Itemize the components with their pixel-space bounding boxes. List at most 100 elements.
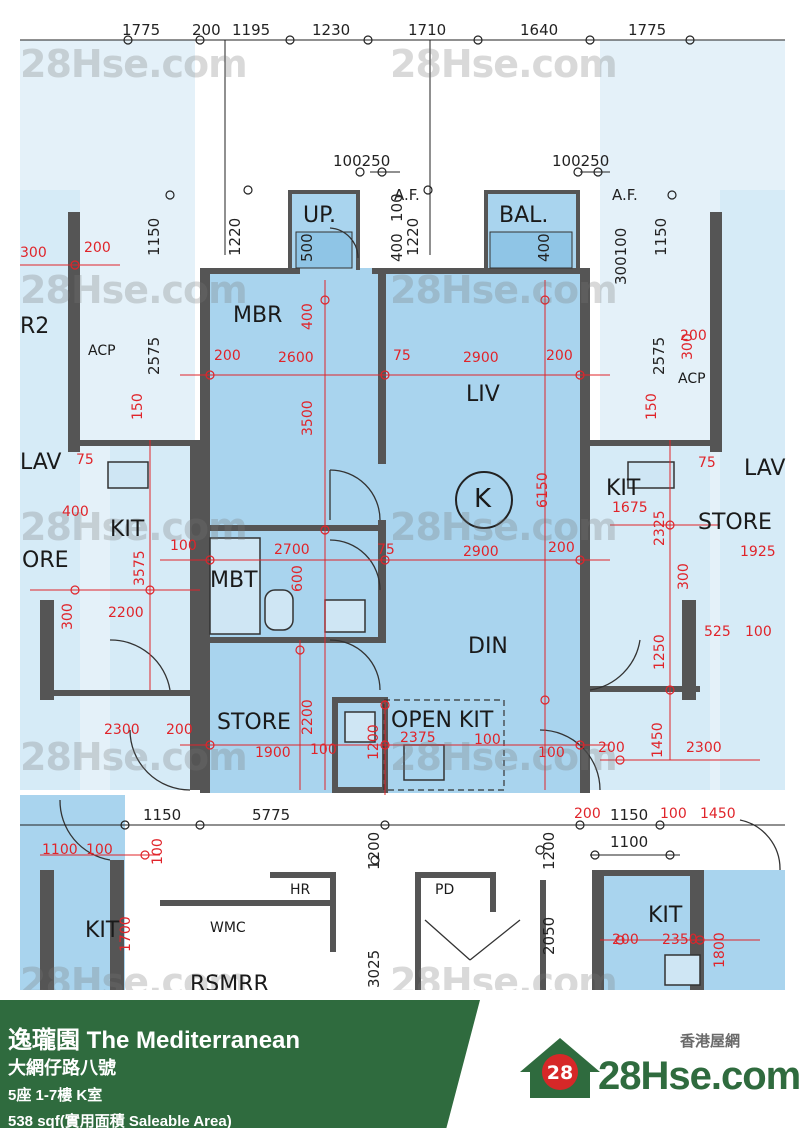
room-label-store: STORE: [217, 710, 291, 735]
dim-label: 1640: [520, 21, 559, 39]
dim-label: 1675: [612, 500, 648, 516]
footer: 逸瓏園 The Mediterranean 大網仔路八號 5座 1-7樓 K室 …: [0, 990, 805, 1128]
dim-label: 1925: [740, 544, 776, 560]
watermark: 28Hse.com: [390, 268, 618, 312]
dim-label: 200: [574, 806, 601, 822]
dim-label: 2575: [650, 336, 668, 375]
dim-label: 1220: [226, 217, 244, 256]
dim-label: 1100: [610, 833, 649, 851]
dim-label: 300: [676, 563, 692, 590]
dim-label: 75: [393, 348, 411, 364]
dim-label: 1250: [652, 634, 668, 670]
dim-label: 200: [598, 740, 625, 756]
dim-label: 1775: [122, 21, 161, 39]
room-label-pd: PD: [435, 882, 455, 898]
room-label-wmc: WMC: [210, 920, 246, 936]
dim-label: 3500: [300, 400, 316, 436]
logo-badge: 28: [547, 1062, 573, 1084]
dim-label: 400: [535, 233, 553, 262]
dim-label: 1200: [365, 831, 383, 870]
dim-label: 3025: [365, 949, 383, 988]
unit-mark: K: [474, 484, 492, 514]
watermark: 28Hse.com: [390, 735, 618, 779]
dim-label: 2200: [300, 699, 316, 735]
dim-label: 1230: [312, 21, 351, 39]
dim-label: 2325: [652, 510, 668, 546]
dim-label: 1150: [143, 806, 182, 824]
watermark: 28Hse.com: [20, 42, 248, 86]
dim-label: 100: [170, 538, 197, 554]
room-label-open-kit: OPEN KIT: [391, 708, 494, 733]
dim-label: 3575: [132, 550, 148, 586]
dim-label: 200: [548, 540, 575, 556]
room-label-kit-left: KIT: [110, 517, 145, 542]
property-area: 538 sqf(實用面積 Saleable Area): [8, 1113, 232, 1130]
dim-label: 1150: [145, 217, 163, 256]
dim-label: 200: [680, 328, 707, 344]
dim-label: 2350: [662, 932, 698, 948]
dim-label: 300: [680, 333, 696, 360]
dim-label: 1900: [255, 745, 291, 761]
dim-label: 1200: [366, 724, 382, 760]
dim-label: 2575: [145, 336, 163, 375]
room-label-liv: LIV: [466, 382, 500, 407]
room-label-kit-bottom-right: KIT: [648, 903, 683, 928]
dim-label: 600: [290, 565, 306, 592]
house-logo-icon: 28: [520, 1038, 600, 1098]
dim-label: 100250: [552, 152, 610, 170]
dim-label: 200: [166, 722, 193, 738]
dim-label: 150: [644, 393, 660, 420]
dim-label: 100: [745, 624, 772, 640]
room-label-kit-right: KIT: [606, 476, 641, 501]
dim-label: 75: [76, 452, 94, 468]
watermark: 28Hse.com: [390, 505, 618, 549]
dim-label: 100: [310, 742, 337, 758]
dim-label: 2375: [400, 730, 436, 746]
dim-label: 100: [474, 732, 501, 748]
dim-label: 1800: [712, 932, 728, 968]
af-label: A.F.: [612, 186, 638, 204]
dim-label: 2200: [108, 605, 144, 621]
room-label-mbt: MBT: [210, 568, 258, 593]
property-unit: 5座 1-7樓 K室: [8, 1087, 103, 1104]
floor-plan: 28Hse.com 28Hse.com 28Hse.com 28Hse.com …: [20, 21, 786, 1004]
brand-name: 28Hse.com: [598, 1054, 801, 1098]
dim-label: 2600: [278, 350, 314, 366]
watermark: 28Hse.com: [20, 268, 248, 312]
dim-label: 1450: [650, 722, 666, 758]
dim-label: 100250: [333, 152, 391, 170]
dim-label: 1195: [232, 21, 271, 39]
dim-label: 2900: [463, 350, 499, 366]
dim-label: 100: [538, 745, 565, 761]
watermark: 28Hse.com: [390, 42, 618, 86]
dim-label: 500: [298, 233, 316, 262]
dim-label: 150: [130, 393, 146, 420]
dim-label: 2900: [463, 544, 499, 560]
watermark: 28Hse.com: [20, 505, 248, 549]
dim-label: 300: [60, 603, 76, 630]
room-label-up: UP.: [303, 203, 336, 228]
dim-label: 200: [214, 348, 241, 364]
property-title: 逸瓏園 The Mediterranean: [8, 1027, 301, 1054]
dim-label: 1150: [652, 217, 670, 256]
property-address: 大網仔路八號: [8, 1058, 116, 1078]
room-label-hr: HR: [290, 882, 311, 898]
dim-label: 300100: [612, 227, 630, 285]
dim-label: 400: [300, 303, 316, 330]
room-label-mbr: MBR: [233, 303, 283, 328]
room-label-balcony: BAL.: [499, 203, 549, 228]
dim-label: 1100: [42, 842, 78, 858]
dim-label: 300: [20, 245, 47, 261]
dim-label: 75: [377, 542, 395, 558]
room-label-lav-right: LAV: [744, 456, 786, 481]
dim-label: 1775: [628, 21, 667, 39]
watermark: 28Hse.com: [20, 735, 248, 779]
room-label-acp-left: ACP: [88, 343, 116, 359]
dim-label: 2300: [686, 740, 722, 756]
dim-label: 200: [612, 932, 639, 948]
dim-label: 75: [698, 455, 716, 471]
dim-label: 2700: [274, 542, 310, 558]
room-label-din: DIN: [468, 634, 508, 659]
dim-label: 100: [660, 806, 687, 822]
room-label-lav-left: LAV: [20, 450, 62, 475]
